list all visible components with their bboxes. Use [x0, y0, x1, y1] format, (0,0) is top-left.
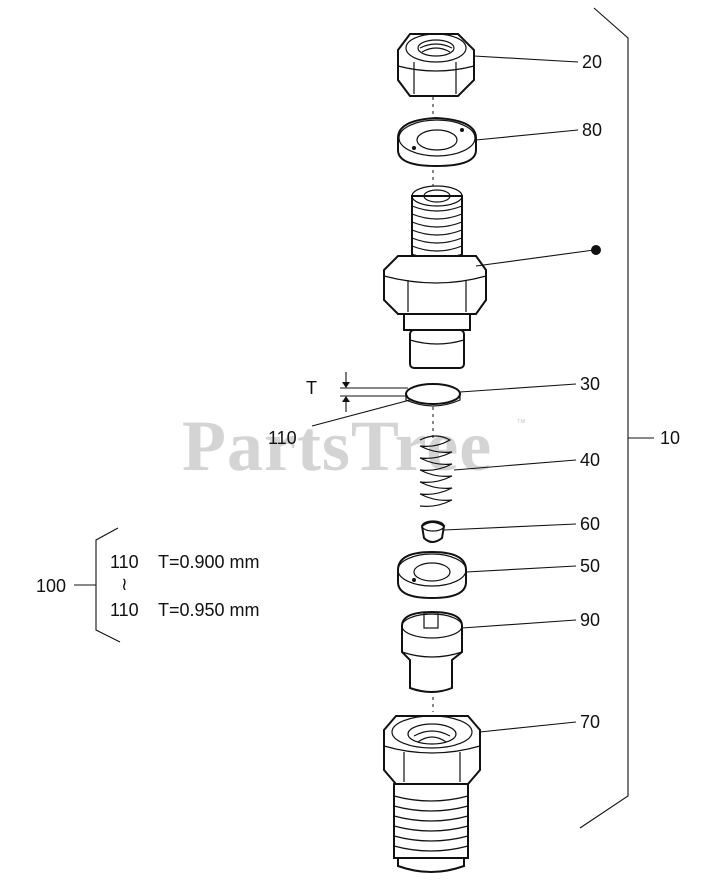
watermark-text: PartsTree	[182, 406, 492, 486]
part-90-nozzle[interactable]	[401, 610, 463, 693]
part-20-hex-nut[interactable]	[397, 33, 475, 97]
kit-row1-part: 110	[110, 552, 139, 572]
part-70-nozzle-nut[interactable]	[383, 715, 481, 873]
callout-70[interactable]: 70	[580, 712, 600, 732]
kit-bracket-100	[95, 527, 121, 643]
leader-70	[479, 721, 577, 733]
callout-110[interactable]: 110	[268, 428, 297, 448]
part-40-spring[interactable]	[419, 435, 453, 507]
part-60-push-rod[interactable]	[420, 520, 446, 543]
callout-10[interactable]: 10	[660, 428, 680, 448]
callout-20[interactable]: 20	[582, 52, 602, 72]
assembly-bracket-10	[579, 7, 629, 829]
callout-50[interactable]: 50	[580, 556, 600, 576]
kit-row2-spec: T=0.950 mm	[158, 600, 260, 620]
callout-90[interactable]: 90	[580, 610, 600, 630]
kit-row1-spec: T=0.900 mm	[158, 552, 260, 572]
part-nozzle-holder-body[interactable]	[383, 185, 487, 369]
leader-20	[473, 55, 579, 63]
callout-40[interactable]: 40	[580, 450, 600, 470]
callout-80[interactable]: 80	[582, 120, 602, 140]
part-30-shim[interactable]	[405, 383, 461, 407]
leader-body	[475, 249, 595, 267]
callout-t: T	[306, 378, 317, 398]
leader-40	[453, 459, 577, 471]
part-50-spacer[interactable]	[397, 550, 467, 600]
kit-range-tilde: ≀	[121, 574, 128, 594]
leader-50	[465, 565, 577, 573]
callout-30[interactable]: 30	[580, 374, 600, 394]
leader-30	[459, 383, 577, 393]
standard-part-dot	[591, 245, 601, 255]
leader-80	[475, 129, 579, 141]
thickness-dimension	[311, 372, 411, 427]
part-80-washer[interactable]	[397, 116, 477, 168]
watermark-trademark: ™	[516, 418, 526, 429]
leader-60	[443, 523, 577, 531]
callout-60[interactable]: 60	[580, 514, 600, 534]
kit-row2-part: 110	[110, 600, 139, 620]
leader-90	[461, 619, 577, 629]
callout-100[interactable]: 100	[36, 576, 66, 596]
